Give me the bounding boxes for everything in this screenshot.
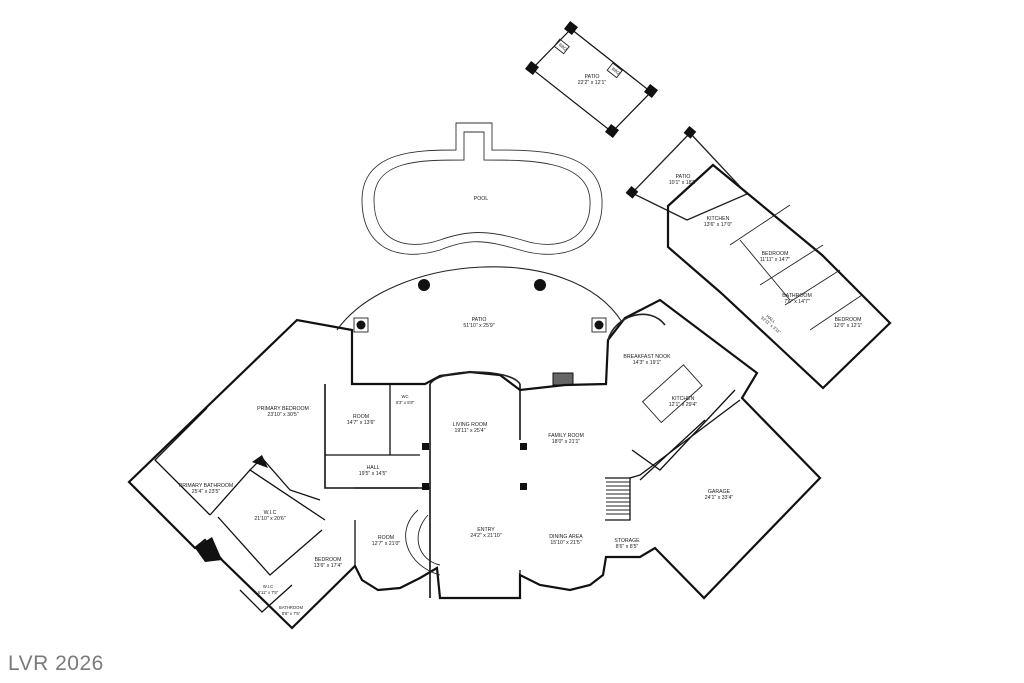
room-name-wic-primary: W.I.C — [264, 510, 277, 516]
room-name-kitchen-main: KITCHEN — [672, 396, 695, 402]
room-name-wc: WC — [402, 394, 409, 399]
room-name-bedroom-main: BEDROOM — [315, 557, 342, 563]
room-name-patio-top: PATIO — [585, 74, 600, 80]
pool-shape — [361, 122, 603, 255]
room-name-bedroom-casita-1: BEDROOM — [762, 251, 789, 257]
room-name-living-room: LIVING ROOM — [453, 422, 488, 428]
room-name-garage: GARAGE — [708, 489, 731, 495]
room-dims-kitchen-casita: 13'6" x 17'0" — [704, 222, 733, 228]
room-dims-bedroom-main: 13'6" x 17'4" — [314, 563, 343, 569]
room-name-kitchen-casita: KITCHEN — [707, 216, 730, 222]
room-name-wic-small: W.I.C — [263, 584, 273, 589]
room-dims-wic-primary: 21'10" x 20'6" — [254, 516, 285, 522]
room-dims-storage: 8'6" x 8'5" — [616, 544, 639, 550]
bbq-label-2: BBQ — [611, 66, 622, 76]
room-dims-bedroom-casita-2: 12'0" x 12'1" — [834, 323, 863, 329]
room-dims-living-room: 19'11" x 25'4" — [455, 428, 486, 434]
room-dims-garage: 24'1" x 33'4" — [705, 495, 734, 501]
room-dims-primary-bathroom: 25'4" x 23'5" — [192, 489, 221, 495]
room-dims-dining-area: 15'10" x 21'5" — [550, 540, 581, 546]
room-name-primary-bathroom: PRIMARY BATHROOM — [179, 483, 233, 489]
room-dims-room-1: 14'7" x 13'6" — [347, 420, 376, 426]
room-dims-primary-bedroom: 23'10" x 30'5" — [267, 412, 298, 418]
room-name-entry: ENTRY — [477, 527, 495, 533]
room-dims-bathroom-casita: 7'6" x 14'7" — [784, 299, 810, 305]
room-name-patio-main: PATIO — [472, 317, 487, 323]
room-name-room-2: ROOM — [378, 535, 394, 541]
room-dims-bathroom-main: 8'6" x 7'5" — [282, 611, 301, 616]
room-dims-kitchen-main: 12'1" x 29'4" — [669, 402, 698, 408]
room-name-hall-main: HALL — [367, 465, 380, 471]
room-name-bedroom-casita-2: BEDROOM — [835, 317, 862, 323]
room-name-family-room: FAMILY ROOM — [548, 433, 584, 439]
casita-building — [625, 125, 892, 390]
room-name-breakfast-nook: BREAKFAST NOOK — [623, 354, 671, 360]
room-name-bathroom-casita: BATHROOM — [782, 293, 812, 299]
bbq-grill-2 — [606, 62, 623, 79]
main-house-walls — [127, 298, 822, 630]
room-name-room-1: ROOM — [353, 414, 369, 420]
room-name-hall-casita: HALL — [765, 314, 777, 325]
room-name-primary-bedroom: PRIMARY BEDROOM — [257, 406, 309, 412]
room-dims-wc: 6'3" x 5'8" — [396, 400, 415, 405]
room-dims-entry: 24'2" x 21'10" — [470, 533, 501, 539]
room-name-bathroom-main: BATHROOM — [279, 605, 303, 610]
room-dims-hall-main: 19'5" x 14'5" — [359, 471, 388, 477]
bbq-label-1: BBQ — [558, 42, 569, 52]
main-patio — [336, 266, 623, 386]
top-patio-structure — [524, 20, 659, 139]
room-dims-patio-top: 22'2" x 12'1" — [578, 80, 607, 86]
room-dims-bedroom-casita-1: 11'11" x 14'7" — [760, 257, 791, 263]
room-dims-patio-casita: 10'1" x 18'0" — [669, 180, 698, 186]
room-dims-family-room: 18'0" x 21'1" — [552, 439, 581, 445]
room-dims-wic-small: 5'11" x 7'5" — [258, 590, 279, 595]
watermark-text: LVR 2026 — [8, 652, 104, 675]
room-dims-breakfast-nook: 14'3" x 19'1" — [633, 360, 662, 366]
staircase — [405, 481, 630, 576]
room-name-patio-casita: PATIO — [676, 174, 691, 180]
room-dims-room-2: 12'7" x 21'0" — [372, 541, 401, 547]
room-name-pool: POOL — [474, 196, 489, 202]
room-dims-patio-main: 51'10" x 25'9" — [463, 323, 494, 329]
room-name-dining-area: DINING AREA — [549, 534, 583, 540]
bbq-grill-1 — [553, 38, 570, 55]
room-name-storage: STORAGE — [614, 538, 640, 544]
